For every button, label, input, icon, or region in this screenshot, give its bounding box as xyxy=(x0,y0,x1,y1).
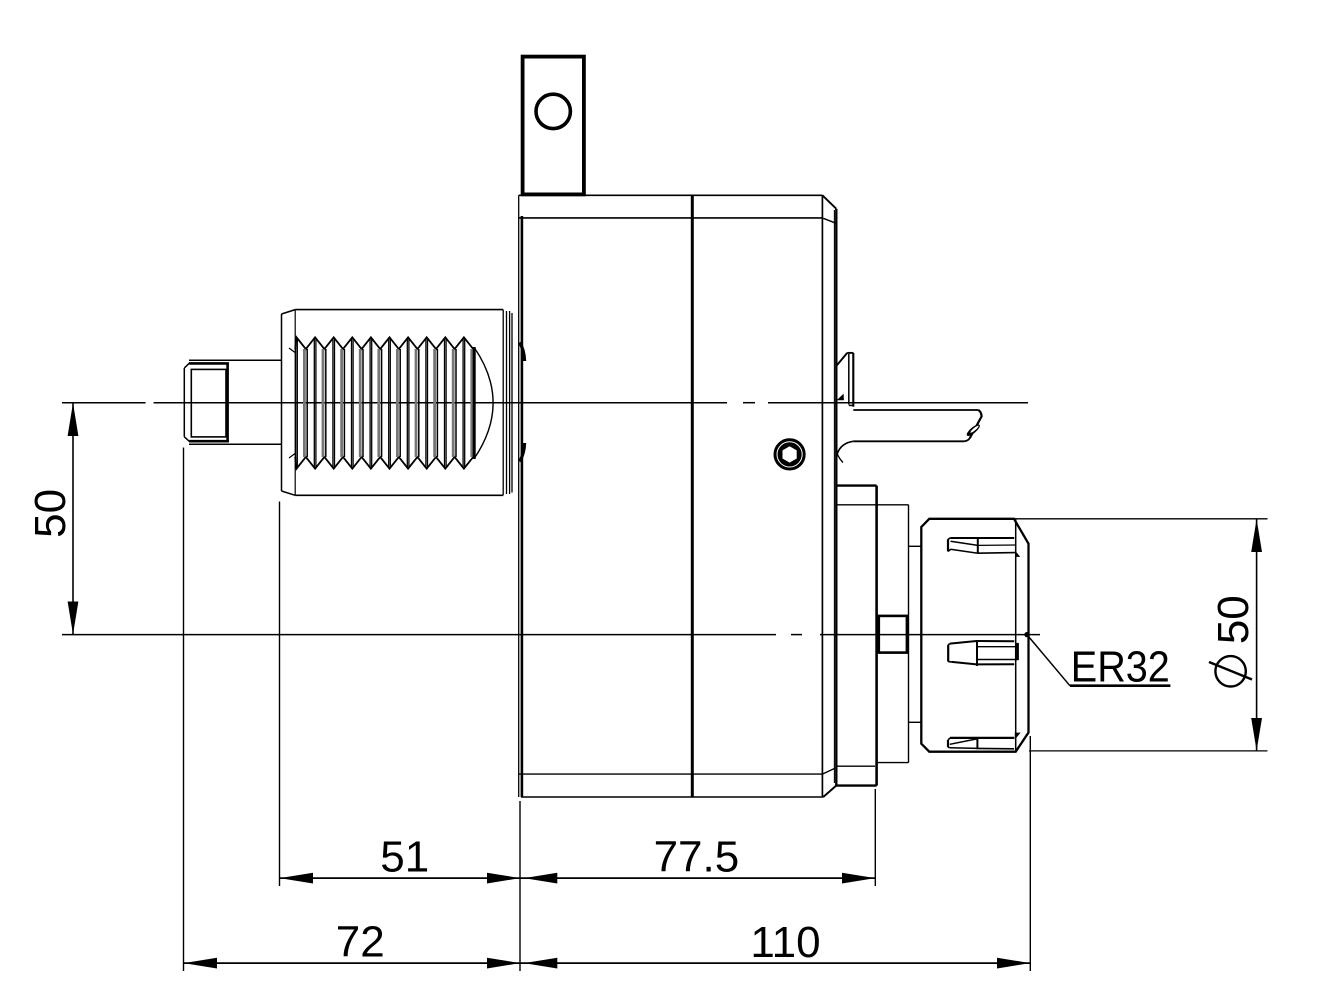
svg-text:50: 50 xyxy=(26,489,75,538)
svg-text:51: 51 xyxy=(380,833,429,882)
svg-text:50: 50 xyxy=(1209,595,1258,644)
svg-text:110: 110 xyxy=(750,918,820,967)
svg-text:77.5: 77.5 xyxy=(654,832,740,881)
svg-text:ER32: ER32 xyxy=(1071,643,1170,692)
svg-text:72: 72 xyxy=(336,918,385,967)
